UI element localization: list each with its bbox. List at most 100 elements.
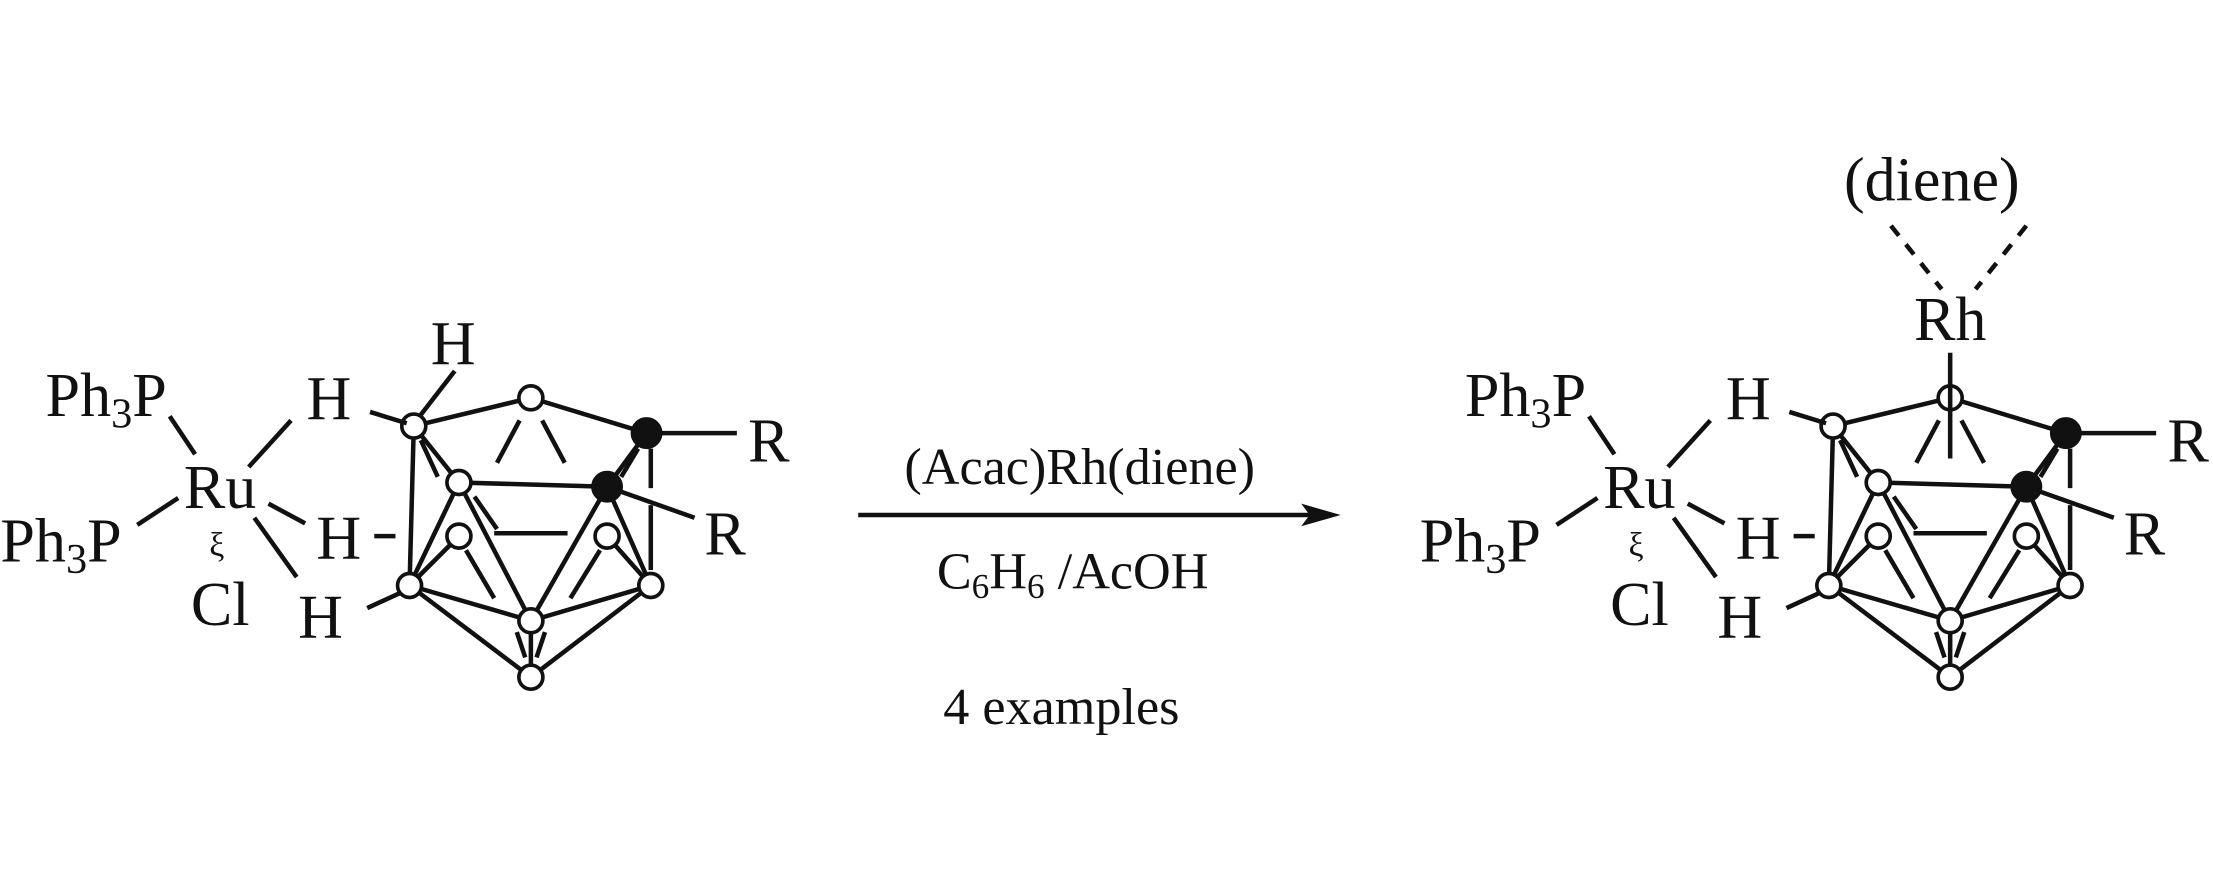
boron-vertex: [593, 522, 621, 550]
boron-vertex: [1819, 412, 1847, 440]
ru-bonds: [136, 369, 457, 611]
bond-ru-h-middle: [267, 501, 307, 526]
boron-vertex: [395, 571, 424, 600]
cage-bond: [1826, 481, 1881, 587]
cage-bond: [408, 583, 533, 679]
examples-note: 4 examples: [943, 678, 1179, 736]
cage-bond: [1826, 426, 1836, 586]
boron-vertex: [517, 663, 545, 692]
cage-bond-hidden: [1883, 549, 1916, 600]
bond-ru-h-lower: [252, 516, 299, 579]
r-upper-label: R: [2167, 407, 2209, 475]
boron-vertex: [399, 412, 428, 440]
reagent-label: (Acac)Rh(diene): [904, 438, 1255, 496]
ru-label: Ru: [184, 454, 256, 522]
cage-bond: [1948, 485, 2029, 622]
carborane-cage: [395, 384, 737, 692]
dashed-bond-diene-left: [1889, 224, 1944, 291]
cage-bond: [1828, 583, 1951, 623]
cage-bond-hidden: [514, 631, 528, 659]
boron-vertex: [636, 571, 665, 600]
cage-bond-hidden: [464, 549, 497, 600]
cage-bond: [530, 395, 648, 436]
cl-label: Cl: [191, 571, 250, 639]
boron-vertex: [1815, 571, 1843, 600]
product-molecule: Ph3P Ph3P Ru ξ Cl H H H R R Rh (diene): [1420, 146, 2209, 692]
bond-ru-pph3-bottom: [1555, 496, 1599, 527]
cage-bond-hidden: [1838, 439, 1860, 478]
boron-vertex: [517, 606, 545, 635]
boron-vertex: [1936, 663, 1965, 692]
cage-bond: [456, 481, 533, 622]
cage-bond-hidden: [1891, 495, 1919, 531]
ru-bonds: [1555, 224, 2029, 611]
cage-bond-hidden: [472, 495, 499, 531]
cage-bond-hidden: [1959, 419, 1987, 464]
cage-bond-hidden: [1914, 419, 1941, 464]
bond-ru-h-upper: [1666, 418, 1713, 469]
cage-bond: [1832, 395, 1951, 429]
cage-bond-hidden: [495, 419, 522, 464]
boron-vertex: [517, 384, 545, 412]
cage-bond: [407, 481, 461, 587]
diene-label: (diene): [1844, 146, 2020, 214]
bond-b-h-terminal: [419, 369, 457, 417]
bond-ru-h-upper: [247, 418, 293, 469]
bond-h-b-upper: [369, 409, 408, 426]
carbon-vertex: [591, 470, 624, 503]
cage-bond-hidden: [2038, 447, 2060, 479]
cage-bond: [530, 583, 652, 623]
cage-bond-hidden: [534, 631, 548, 659]
bond-h-b-lower: [366, 590, 403, 611]
ph3p-top-label: Ph3P: [1465, 362, 1586, 437]
h-bridge-middle-label: H: [316, 505, 361, 573]
cage-bond-hidden: [1987, 549, 2022, 600]
cage-bond: [529, 583, 653, 679]
h-bridge-middle-label: H: [1736, 505, 1781, 573]
bond-ru-pph3-bottom: [136, 496, 180, 527]
bond-ru-h-middle: [1686, 501, 1726, 526]
cage-bond: [1876, 481, 1953, 622]
cl-label: Cl: [1610, 571, 1669, 639]
h-bridge-lower-label: H: [1717, 584, 1762, 652]
h-bridge-lower-label: H: [298, 584, 343, 652]
carbon-vertex: [2010, 470, 2043, 503]
boron-vertex: [445, 522, 473, 550]
bond-h-b-upper: [1788, 409, 1827, 426]
h-terminal-label: H: [431, 310, 476, 378]
cage-bond-hidden: [1933, 631, 1947, 659]
solvent-label: C6H6 /AcOH: [937, 542, 1209, 606]
wavy-bond-symbol: ξ: [1629, 527, 1644, 564]
boron-vertex: [1936, 606, 1965, 635]
cage-bond: [1827, 583, 1952, 679]
cage-bond: [528, 485, 610, 622]
bond-ru-h-lower: [1671, 516, 1718, 579]
cage-bond: [1948, 583, 2072, 679]
rh-label: Rh: [1914, 286, 1986, 354]
cage-bond: [413, 395, 532, 429]
ph3p-top-label: Ph3P: [46, 362, 167, 437]
r-lower-label: R: [2124, 500, 2166, 568]
cage-bond: [1949, 395, 2067, 436]
cage-bond-hidden: [568, 549, 602, 600]
boron-vertex: [1864, 468, 1893, 497]
cage-bond: [1878, 480, 2027, 489]
ru-label: Ru: [1603, 454, 1675, 522]
cage-bond-hidden: [619, 447, 641, 479]
carborane-cage: [1815, 384, 2157, 692]
r-lower-label: R: [704, 500, 746, 568]
bond-ru-pph3-top: [1587, 414, 1617, 456]
h-bridge-upper-label: H: [1726, 365, 1771, 433]
cage-bond-hidden: [418, 439, 440, 478]
cage-bond-hidden: [1953, 631, 1967, 659]
boron-vertex: [2056, 571, 2084, 600]
cage-bond: [2024, 485, 2073, 587]
ph3p-bottom-label: Ph3P: [1420, 508, 1541, 583]
wavy-bond-symbol: ξ: [209, 527, 224, 564]
cage-bond: [605, 485, 653, 587]
cage-bond: [407, 426, 417, 586]
boron-vertex: [2012, 522, 2041, 550]
bond-ru-pph3-top: [167, 414, 197, 456]
r-upper-label: R: [748, 407, 790, 475]
